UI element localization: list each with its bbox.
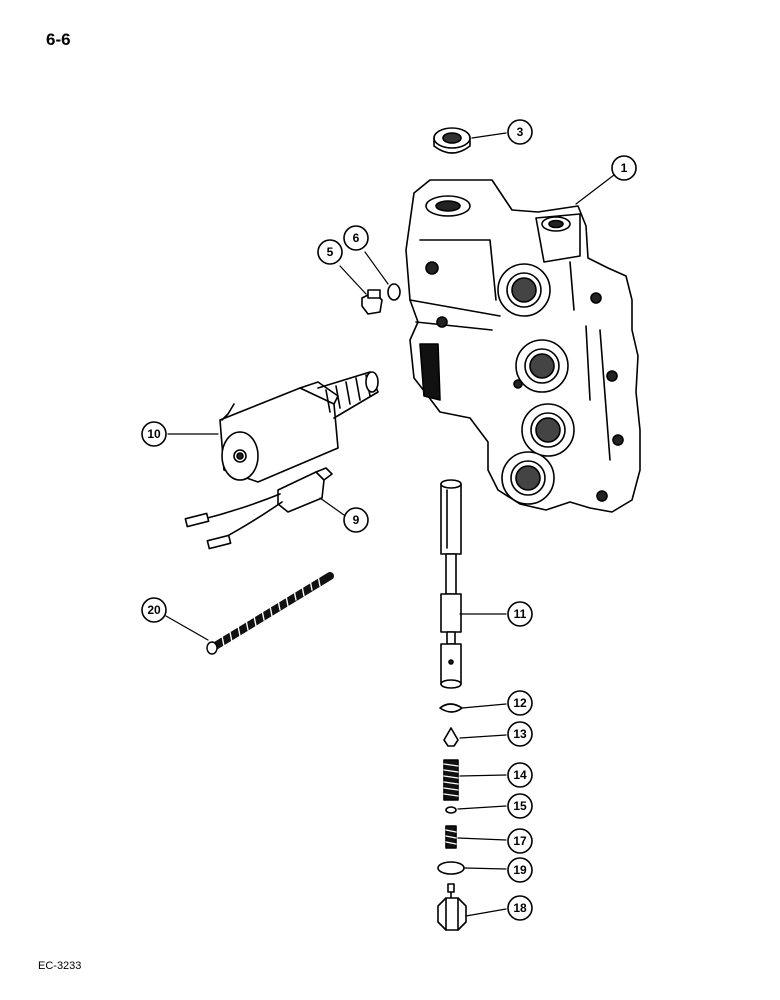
callout-number: 14: [513, 768, 527, 782]
callout-circle: [507, 828, 533, 854]
callout-13: 13: [507, 721, 533, 747]
circlip-part-12: [439, 703, 463, 713]
callout-circle: [141, 421, 167, 447]
callout-number: 5: [327, 245, 334, 259]
callout-number: 20: [147, 603, 161, 617]
callout-number: 17: [513, 834, 527, 848]
callout-10: 10: [141, 421, 167, 447]
callout-number: 13: [513, 727, 527, 741]
callout-19: 19: [507, 857, 533, 883]
plug-part-18: [437, 883, 467, 931]
spring-part-14: [443, 759, 459, 801]
callout-number: 1: [621, 161, 628, 175]
callout-number: 11: [514, 607, 527, 621]
callout-circle: [611, 155, 637, 181]
callout-12: 12: [507, 690, 533, 716]
callout-circle: [507, 721, 533, 747]
callout-circle: [317, 239, 343, 265]
callout-number: 9: [353, 513, 360, 527]
leader-lines: [165, 132, 615, 917]
callout-circle: [343, 507, 369, 533]
callout-20: 20: [141, 597, 167, 623]
callout-17: 17: [507, 828, 533, 854]
callout-14: 14: [507, 762, 533, 788]
callout-number: 15: [513, 799, 527, 813]
switch-part-9: [184, 467, 333, 550]
callout-number: 10: [147, 427, 161, 441]
page-number: 6-6: [46, 30, 71, 49]
callout-6: 6: [343, 225, 369, 251]
callout-circle: [507, 690, 533, 716]
callout-9: 9: [343, 507, 369, 533]
callout-15: 15: [507, 793, 533, 819]
valve-body-part-1: [405, 179, 641, 513]
spring-part-20: [206, 572, 334, 655]
reference-code: EC-3233: [38, 960, 82, 972]
callout-18: 18: [507, 895, 533, 921]
callout-circle: [507, 762, 533, 788]
washer-part-15: [445, 806, 457, 814]
callout-number: 19: [513, 863, 527, 877]
callout-number: 3: [517, 125, 524, 139]
callout-11: 11: [507, 601, 533, 627]
callout-circle: [343, 225, 369, 251]
callout-number: 6: [353, 231, 360, 245]
spool-part-11: [440, 479, 462, 689]
o-ring-part-19: [437, 861, 465, 875]
solenoid-part-10: [219, 371, 379, 483]
callout-circle: [507, 601, 533, 627]
callout-5: 5: [317, 239, 343, 265]
callout-circle: [507, 857, 533, 883]
callout-circle: [507, 895, 533, 921]
callout-1: 1: [611, 155, 637, 181]
plug-part-5: [361, 289, 383, 315]
poppet-part-13: [443, 727, 459, 747]
o-ring-part-6: [387, 283, 401, 301]
callout-circle: [507, 119, 533, 145]
callout-circle: [141, 597, 167, 623]
spring-part-17: [445, 825, 457, 849]
callout-circle: [507, 793, 533, 819]
seal-part-3: [433, 127, 471, 154]
callout-number: 12: [513, 696, 527, 710]
callout-3: 3: [507, 119, 533, 145]
callout-number: 18: [513, 901, 527, 915]
